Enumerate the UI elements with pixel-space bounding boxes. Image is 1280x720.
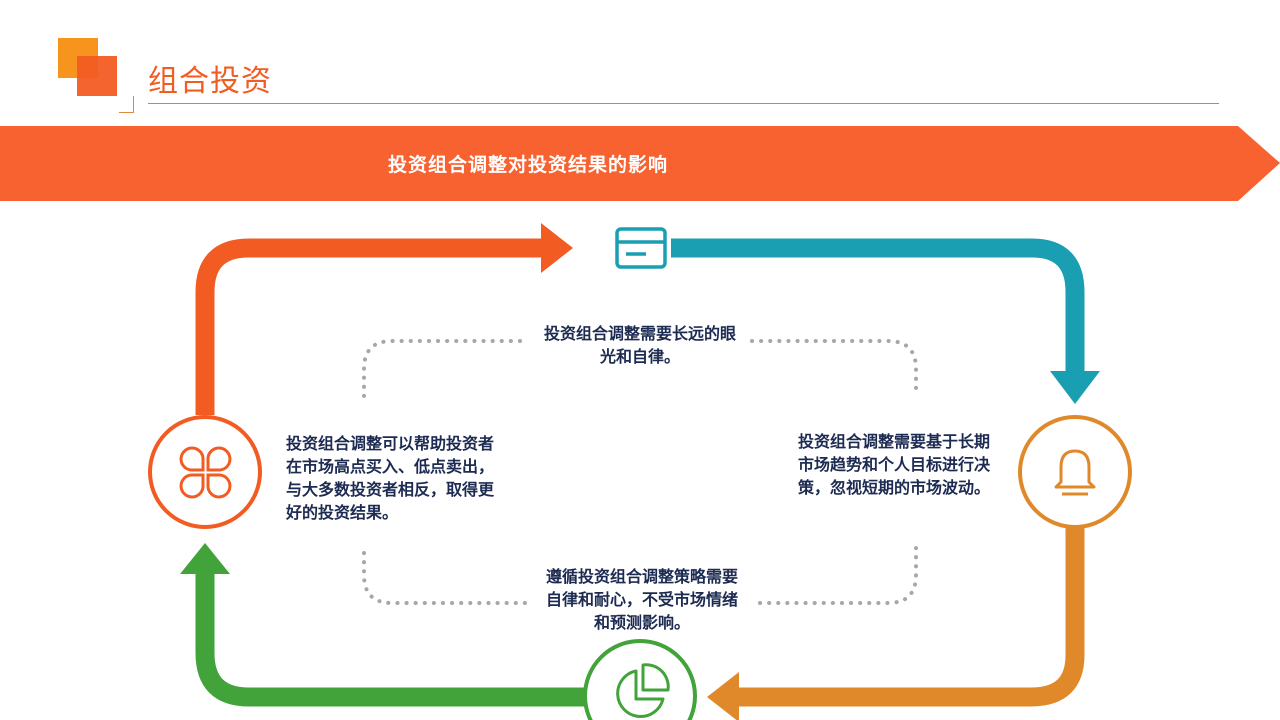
node-bottom-circle: [583, 639, 697, 720]
node-bottom-text: 遵循投资组合调整策略需要自律和耐心，不受市场情绪和预测影响。: [545, 567, 738, 632]
logo-square-front: [77, 56, 117, 96]
card-icon: [611, 223, 671, 273]
arrow-left-to-top: [195, 238, 545, 415]
arrowhead-top: [541, 223, 573, 273]
arrow-top-to-right: [668, 238, 1085, 375]
node-left-circle: [148, 415, 262, 529]
logo-corner-mark: [119, 96, 134, 113]
arrowhead-left: [180, 543, 230, 574]
arrowhead-bottom: [707, 672, 739, 720]
page-title: 组合投资: [148, 64, 272, 99]
pie-chart-icon: [616, 663, 670, 719]
bell-icon: [1054, 449, 1096, 496]
node-top-text: 投资组合调整需要长远的眼光和自律。: [543, 324, 736, 366]
arrow-bottom-to-left: [195, 574, 588, 707]
clover-icon: [179, 446, 232, 499]
banner-title: 投资组合调整对投资结果的影响: [388, 154, 669, 176]
node-right-text: 投资组合调整需要基于长期市场趋势和个人目标进行决策，忽视短期的市场波动。: [798, 432, 991, 497]
node-right-circle: [1018, 415, 1132, 529]
banner-arrow: [0, 126, 1280, 201]
title-divider: [148, 103, 1219, 104]
node-left-text: 投资组合调整可以帮助投资者在市场高点买入、低点卖出，与大多数投资者相反，取得更好…: [286, 434, 495, 522]
arrow-right-to-bottom: [735, 528, 1085, 707]
arrowhead-right: [1050, 371, 1100, 404]
dotted-frame: [362, 339, 918, 605]
